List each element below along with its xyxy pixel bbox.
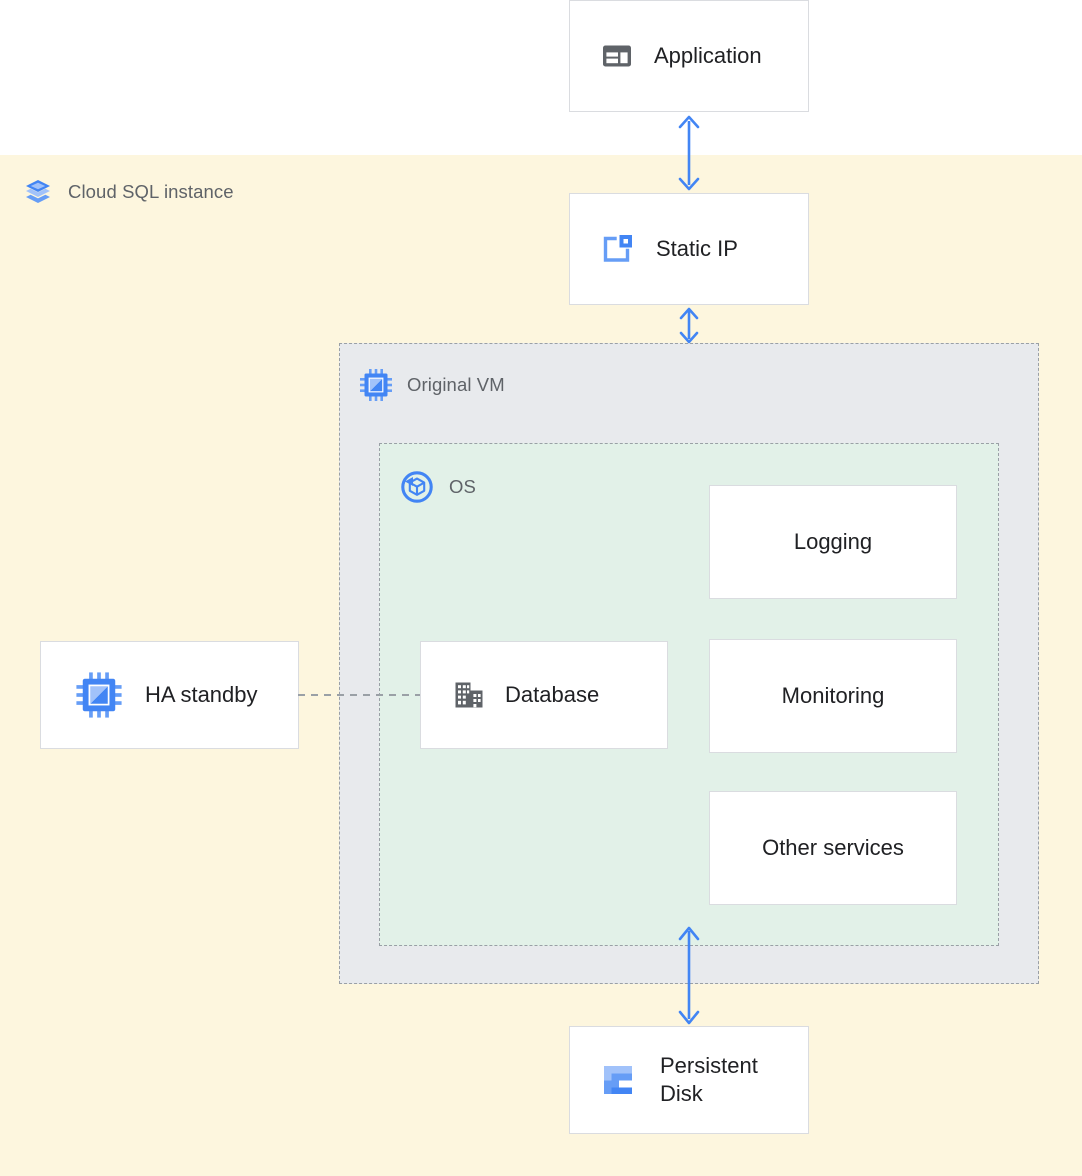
vm-chip-icon	[75, 671, 123, 719]
node-persistent-disk[interactable]: Persistent Disk	[569, 1026, 809, 1134]
node-ha-standby-label: HA standby	[145, 682, 258, 708]
original-vm-label-group: Original VM	[359, 368, 505, 402]
vm-chip-icon	[359, 368, 393, 402]
database-building-icon	[451, 677, 487, 713]
node-monitoring-label: Monitoring	[781, 683, 885, 709]
persistent-disk-icon	[600, 1060, 640, 1100]
node-database-content: Database	[421, 677, 599, 713]
node-application[interactable]: Application	[569, 0, 809, 112]
node-other-services[interactable]: Other services	[709, 791, 957, 905]
node-database-label: Database	[505, 682, 600, 708]
cloud-sql-instance-label: Cloud SQL instance	[68, 181, 234, 202]
application-window-icon	[600, 39, 634, 73]
node-static-ip[interactable]: Static IP	[569, 193, 809, 305]
node-application-content: Application	[570, 39, 762, 73]
node-application-label: Application	[654, 43, 762, 69]
node-monitoring[interactable]: Monitoring	[709, 639, 957, 753]
node-other-services-label: Other services	[762, 835, 904, 861]
original-vm-label: Original VM	[407, 374, 505, 395]
node-ha-standby-content: HA standby	[41, 671, 258, 719]
connector-ha-standby-to-database	[298, 686, 422, 704]
node-static-ip-label: Static IP	[656, 236, 738, 262]
node-database[interactable]: Database	[420, 641, 668, 749]
connector-application-to-static-ip	[659, 112, 719, 194]
cloud-sql-stack-icon	[22, 176, 54, 208]
os-label-group: OS	[399, 469, 476, 505]
node-logging[interactable]: Logging	[709, 485, 957, 599]
node-logging-label: Logging	[793, 529, 873, 555]
connector-os-to-persistent-disk	[659, 924, 719, 1027]
node-ha-standby[interactable]: HA standby	[40, 641, 299, 749]
cloud-sql-instance-label-group: Cloud SQL instance	[22, 176, 234, 208]
node-persistent-disk-content: Persistent Disk	[570, 1052, 758, 1107]
os-label: OS	[449, 476, 476, 497]
node-persistent-disk-label: Persistent Disk	[660, 1053, 758, 1106]
static-ip-icon	[600, 231, 636, 267]
os-cube-circle-icon	[399, 469, 435, 505]
connector-static-ip-to-original-vm	[659, 305, 719, 345]
node-static-ip-content: Static IP	[570, 231, 738, 267]
